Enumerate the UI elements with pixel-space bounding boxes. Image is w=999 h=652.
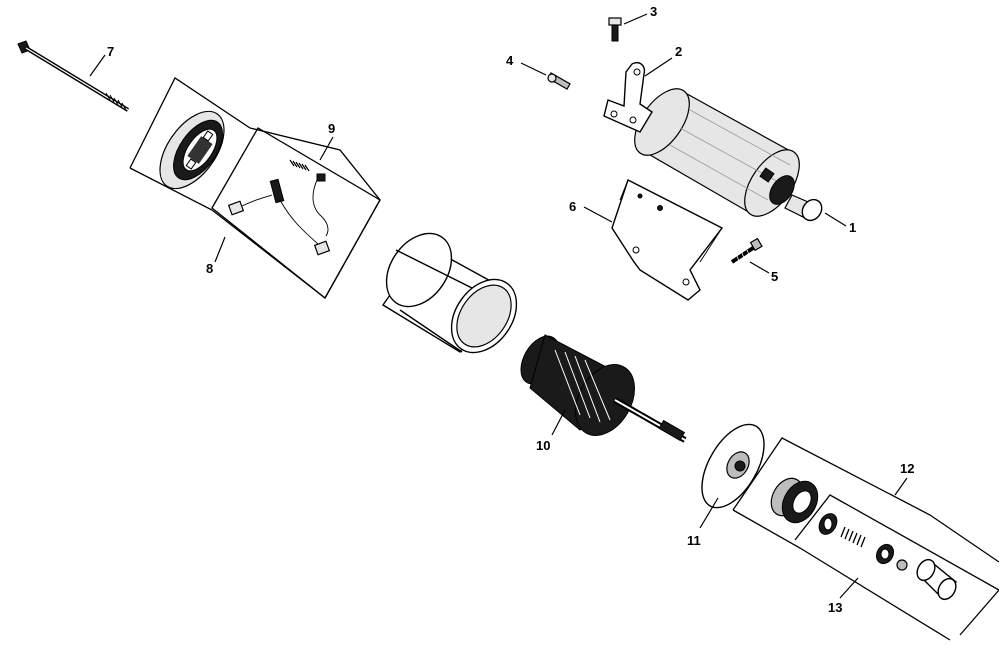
end-cap-assembly xyxy=(129,77,381,299)
callout-2: 2 xyxy=(675,44,682,59)
leader-2 xyxy=(644,57,673,77)
leader-12 xyxy=(894,477,908,496)
small-bracket xyxy=(603,62,653,133)
small-screw xyxy=(547,72,571,90)
leader-13 xyxy=(839,577,859,599)
through-bolt xyxy=(17,40,130,112)
drive-end-plate xyxy=(701,423,765,509)
drive-assembly xyxy=(732,437,999,641)
callout-7: 7 xyxy=(107,44,114,59)
callout-11: 11 xyxy=(687,533,701,548)
leader-6 xyxy=(583,206,613,223)
callout-6: 6 xyxy=(569,199,576,214)
callout-4: 4 xyxy=(506,53,514,68)
callout-3: 3 xyxy=(650,4,657,19)
callout-9: 9 xyxy=(328,121,335,136)
bracket-bolt xyxy=(730,237,763,264)
leader-10 xyxy=(551,409,566,436)
leader-5 xyxy=(749,261,770,274)
leader-3 xyxy=(623,13,648,25)
frame-housing xyxy=(381,232,518,354)
leader-4 xyxy=(520,62,547,76)
leader-1 xyxy=(824,212,847,227)
mounting-bracket xyxy=(611,179,724,301)
callout-10: 10 xyxy=(536,438,550,453)
leader-8 xyxy=(214,236,226,263)
callout-13: 13 xyxy=(828,600,842,615)
leader-11 xyxy=(699,497,719,529)
leader-9 xyxy=(319,136,334,161)
armature xyxy=(520,334,687,443)
callout-8: 8 xyxy=(206,261,213,276)
callout-5: 5 xyxy=(771,269,778,284)
mounting-screw xyxy=(608,17,622,42)
callout-1: 1 xyxy=(849,220,856,235)
brush-kit xyxy=(211,127,381,299)
assembled-starter xyxy=(634,88,823,222)
leader-7 xyxy=(89,54,106,77)
callout-12: 12 xyxy=(900,461,914,476)
